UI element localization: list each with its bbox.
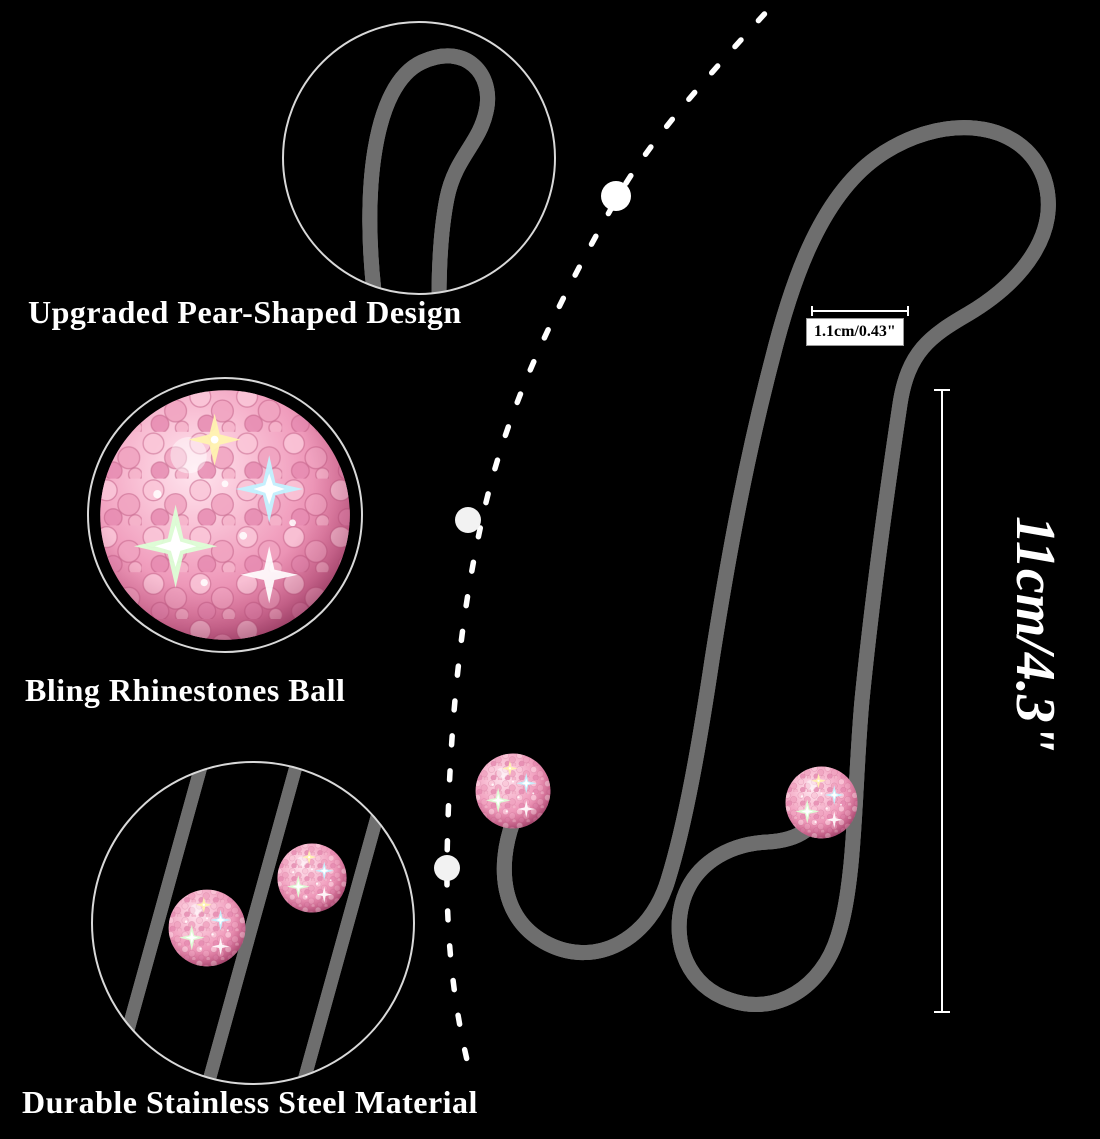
guide-dot-top bbox=[601, 181, 631, 211]
pear-top-closeup-ring bbox=[282, 21, 556, 295]
steel-wires-closeup-ring bbox=[91, 761, 415, 1085]
pear-top-closeup bbox=[282, 21, 556, 295]
height-measurement-label: 11cm/4.3" bbox=[1004, 516, 1066, 754]
height-measurement-line bbox=[934, 389, 950, 1013]
closeup-right-rhinestone-ball bbox=[277, 843, 347, 913]
hook-right-rhinestone-ball bbox=[785, 766, 858, 839]
width-measurement-label: 1.1cm/0.43" bbox=[806, 318, 904, 346]
guide-dot-middle bbox=[455, 507, 481, 533]
callout-label-rhinestones-ball: Bling Rhinestones Ball bbox=[25, 672, 346, 708]
steel-wires-closeup bbox=[91, 761, 415, 1085]
guide-dot-bottom bbox=[434, 855, 460, 881]
rhinestone-ball-closeup-ring bbox=[87, 377, 363, 653]
closeup-left-rhinestone-ball bbox=[168, 889, 246, 967]
callout-label-pear-design: Upgraded Pear-Shaped Design bbox=[28, 294, 462, 330]
callout-label-steel-material: Durable Stainless Steel Material bbox=[22, 1084, 478, 1120]
width-measurement-bracket bbox=[811, 306, 909, 316]
headrest-hook-wire bbox=[504, 128, 1048, 1005]
dashed-guide-curve bbox=[434, 0, 781, 1083]
rhinestone-ball-closeup bbox=[87, 377, 363, 653]
hook-left-rhinestone-ball bbox=[475, 753, 551, 829]
